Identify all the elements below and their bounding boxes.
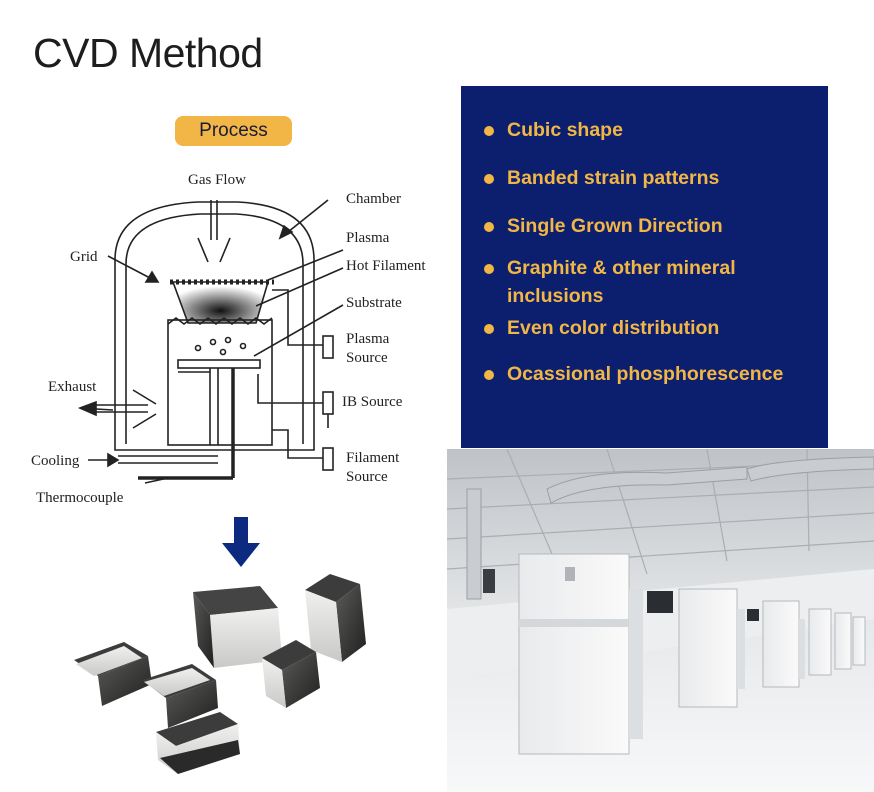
feature-item: Banded strain patterns [484,164,810,192]
label-substrate: Substrate [346,295,402,311]
bullet-icon [484,370,494,380]
crystal-left [74,642,152,706]
bullet-icon [484,264,494,274]
feature-item: Graphite & other mineral inclusions [484,254,810,310]
machine-4 [808,608,866,676]
label-filament-source-2: Source [346,469,388,485]
feature-text: Single Grown Direction [507,215,723,237]
label-ib-source: IB Source [342,394,403,410]
label-thermocouple: Thermocouple [36,490,124,506]
machine-3 [762,600,805,688]
crystal-top-center [193,586,282,668]
crystal-center [142,664,218,728]
label-grid: Grid [70,249,98,265]
hot-filament [167,317,273,325]
label-plasma-source-2: Source [346,350,388,366]
crystal-middle-right [262,640,320,708]
chamber-inner-wall [125,213,304,444]
cvd-crystals-image [74,574,366,774]
bullet-icon [484,126,494,136]
label-exhaust: Exhaust [48,379,97,395]
label-gas-flow: Gas Flow [188,172,246,188]
feature-text: Cubic shape [507,119,623,141]
feature-text: Even color distribution [507,317,720,339]
feature-text: Graphite & other mineral inclusions [507,257,736,307]
plasma-region [171,281,270,324]
feature-item: Even color distribution [484,314,810,342]
bullet-icon [484,222,494,232]
features-panel: Cubic shape Banded strain patterns Singl… [461,86,828,448]
label-filament-source-1: Filament [346,450,400,466]
machine-1 [518,553,673,755]
label-hot-filament: Hot Filament [346,258,426,274]
label-chamber: Chamber [346,191,401,207]
substrate [177,359,261,369]
machine-2 [678,588,759,708]
feature-item: Single Grown Direction [484,212,810,240]
label-plasma: Plasma [346,230,390,246]
cvd-process-diagram: Gas Flow Chamber Grid Plasma Hot Filamen… [31,172,426,506]
feature-text: Ocassional phosphorescence [507,363,784,385]
bullet-icon [484,324,494,334]
feature-item: Ocassional phosphorescence [484,360,810,388]
label-cooling: Cooling [31,453,80,469]
bullet-icon [484,174,494,184]
page-title: CVD Method [33,30,263,76]
down-arrow-icon [222,517,260,567]
label-plasma-source-1: Plasma [346,331,390,347]
cvd-factory-photo [447,449,874,792]
feature-item: Cubic shape [484,116,810,144]
feature-text: Banded strain patterns [507,167,720,189]
process-badge: Process [175,116,292,146]
chamber-outer-wall [114,201,315,451]
crystal-top-right [305,574,366,662]
crystal-bottom [156,712,240,774]
